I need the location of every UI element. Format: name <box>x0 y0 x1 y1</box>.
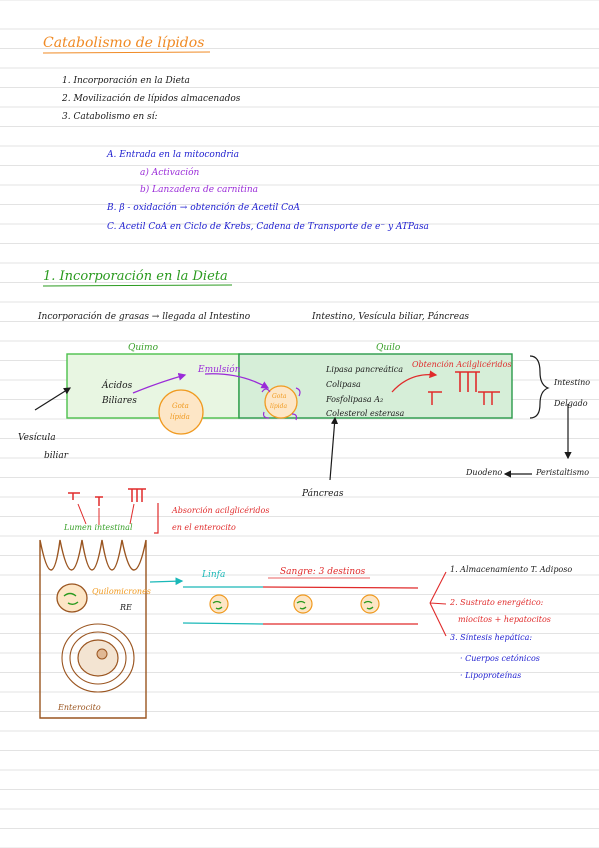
destino-2b: miocitos + hepatocitos <box>458 615 551 624</box>
quilomicron-cell <box>56 583 88 613</box>
enzyme-1: Lipasa pancreática <box>326 365 404 374</box>
quilomicrones-label: Quilomicrones <box>92 587 151 596</box>
quilomicron-vessel-1 <box>209 594 229 614</box>
enterocito-outline <box>39 539 147 719</box>
gota2-label-b: lípida <box>270 403 288 410</box>
absorcion-label-2: en el enterocito <box>172 523 236 532</box>
re-label: RE <box>120 603 132 612</box>
peristaltismo-label: Peristaltismo <box>536 468 590 477</box>
section-heading: 1. Incorporación en la Dieta <box>43 269 228 284</box>
enzyme-2: Colipasa <box>326 380 361 389</box>
acidos-label: Ácidos <box>102 381 133 391</box>
gota-lipida-2 <box>264 385 298 419</box>
destino-1: 1. Almacenamiento T. Adiposo <box>450 565 573 574</box>
absorcion-label-1: Absorción acilglicéridos <box>172 506 270 515</box>
quimo-label: Quimo <box>128 343 159 353</box>
nucleus <box>77 639 119 677</box>
section-line-right: Intestino, Vesícula biliar, Páncreas <box>312 312 470 322</box>
destino-2a: 2. Sustrato energético: <box>450 598 544 607</box>
intestino-label: Intestino <box>554 378 591 387</box>
quimo-box <box>66 353 240 419</box>
section-line-left: Incorporación de grasas → llegada al Int… <box>38 312 251 322</box>
emulsion-label: Emulsión <box>198 365 241 375</box>
destino-3: 3. Síntesis hepática: <box>450 633 533 642</box>
outline-item-1: 1. Incorporación en la Dieta <box>62 76 190 86</box>
enzyme-3: Fosfolipasa A₂ <box>326 395 384 404</box>
outline-item-2: 2. Movilización de lípidos almacenados <box>62 94 241 104</box>
enzyme-marks <box>261 387 301 421</box>
linfa-label: Linfa <box>202 570 226 580</box>
duodeno-label: Duodeno <box>466 468 503 477</box>
outline-sub-b: B. β - oxidación → obtención de Acetil C… <box>107 203 300 213</box>
outline-sub-a: A. Entrada en la mitocondria <box>107 150 239 160</box>
quilomicron-vessel-3 <box>360 594 380 614</box>
vesicula-label: Vesícula <box>18 433 56 443</box>
destino-3-item-1: · Cuerpos cetónicos <box>460 654 540 663</box>
quilo-label: Quilo <box>376 343 401 353</box>
sangre-label: Sangre: 3 destinos <box>280 567 366 577</box>
pancreas-label: Páncreas <box>302 489 344 499</box>
lumen-label: Lumen intestinal <box>64 523 133 532</box>
outline-sub-c: C. Acetil CoA en Ciclo de Krebs, Cadena … <box>107 222 429 232</box>
outline-item-3: 3. Catabolismo en sí: <box>62 112 158 122</box>
gota1-label-b: lípida <box>170 413 190 421</box>
outline-sub-a1: a) Activación <box>140 168 200 178</box>
enzyme-4: Colesterol esterasa <box>326 409 405 418</box>
biliar-label: biliar <box>44 451 69 461</box>
gota-lipida-1 <box>158 389 204 435</box>
biliares-label: Biliares <box>102 396 137 406</box>
quilomicron-vessel-2 <box>293 594 313 614</box>
delgado-label: Delgado <box>554 399 588 408</box>
page-title: Catabolismo de lípidos <box>43 35 205 51</box>
section-underline <box>42 284 233 287</box>
gota1-label-a: Gota <box>172 402 189 410</box>
title-underline <box>42 51 211 54</box>
outline-sub-a2: b) Lanzadera de carnitina <box>140 185 258 195</box>
obtencion-label: Obtención Acilglicéridos <box>412 360 512 369</box>
enterocito-label: Enterocito <box>58 703 101 712</box>
destino-3-item-2: · Lipoproteínas <box>460 671 522 680</box>
gota2-label-a: Gota <box>272 393 287 400</box>
